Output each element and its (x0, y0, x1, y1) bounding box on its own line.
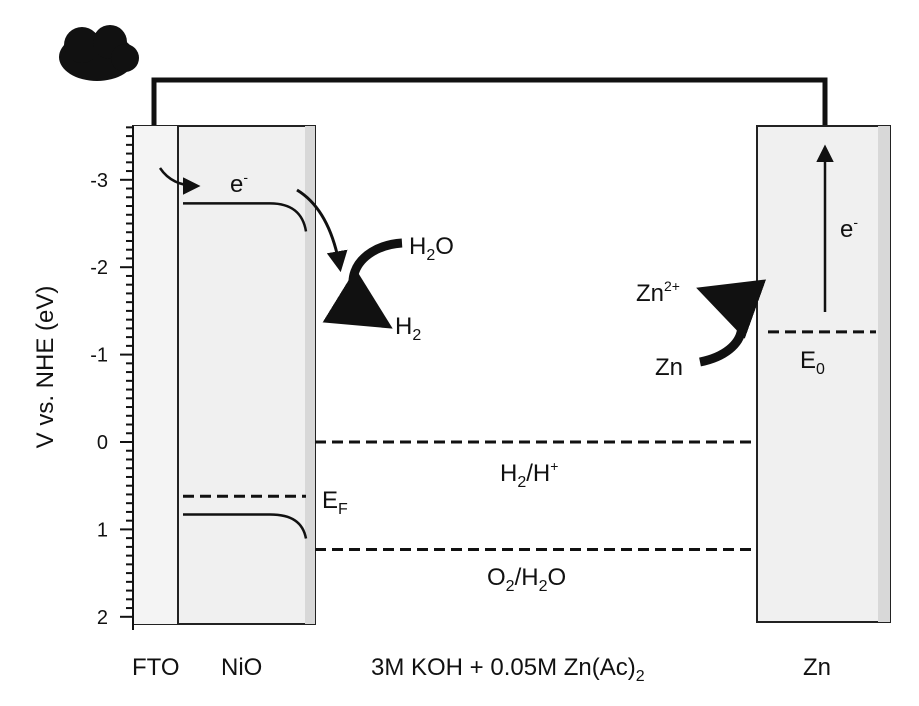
fermi-level-label: EF (322, 487, 348, 518)
light-source-icon (59, 25, 139, 81)
h2o-label: H2O (409, 233, 454, 264)
zn-oxidation-arrow (700, 292, 742, 362)
electrolyte-label: 3M KOH + 0.05M Zn(Ac)2 (371, 654, 645, 685)
nio-label: NiO (221, 654, 262, 681)
y-tick-label: 2 (97, 607, 108, 629)
h2-label: H2 (395, 313, 421, 344)
zn-electrode-label: Zn (803, 654, 831, 681)
water-reduction-arrow (353, 243, 402, 322)
o2-h2o-label: O2/H2O (487, 564, 566, 595)
y-tick-label: -3 (90, 170, 108, 192)
y-axis: -3 -2 -1 0 1 2 (90, 126, 133, 630)
h2-h-plus-label: H2/H+ (500, 458, 558, 491)
y-tick-label: -1 (90, 345, 108, 367)
y-tick-label: 0 (97, 432, 108, 454)
y-tick-label: -2 (90, 257, 108, 279)
fto-nio-electrode (133, 126, 315, 624)
y-tick-label: 1 (97, 519, 108, 541)
external-circuit-wire (154, 80, 825, 125)
zn-metal-label: Zn (655, 354, 683, 381)
fto-label: FTO (132, 654, 180, 681)
zn2-plus-label: Zn2+ (636, 278, 680, 307)
y-axis-title: V vs. NHE (eV) (32, 286, 59, 449)
